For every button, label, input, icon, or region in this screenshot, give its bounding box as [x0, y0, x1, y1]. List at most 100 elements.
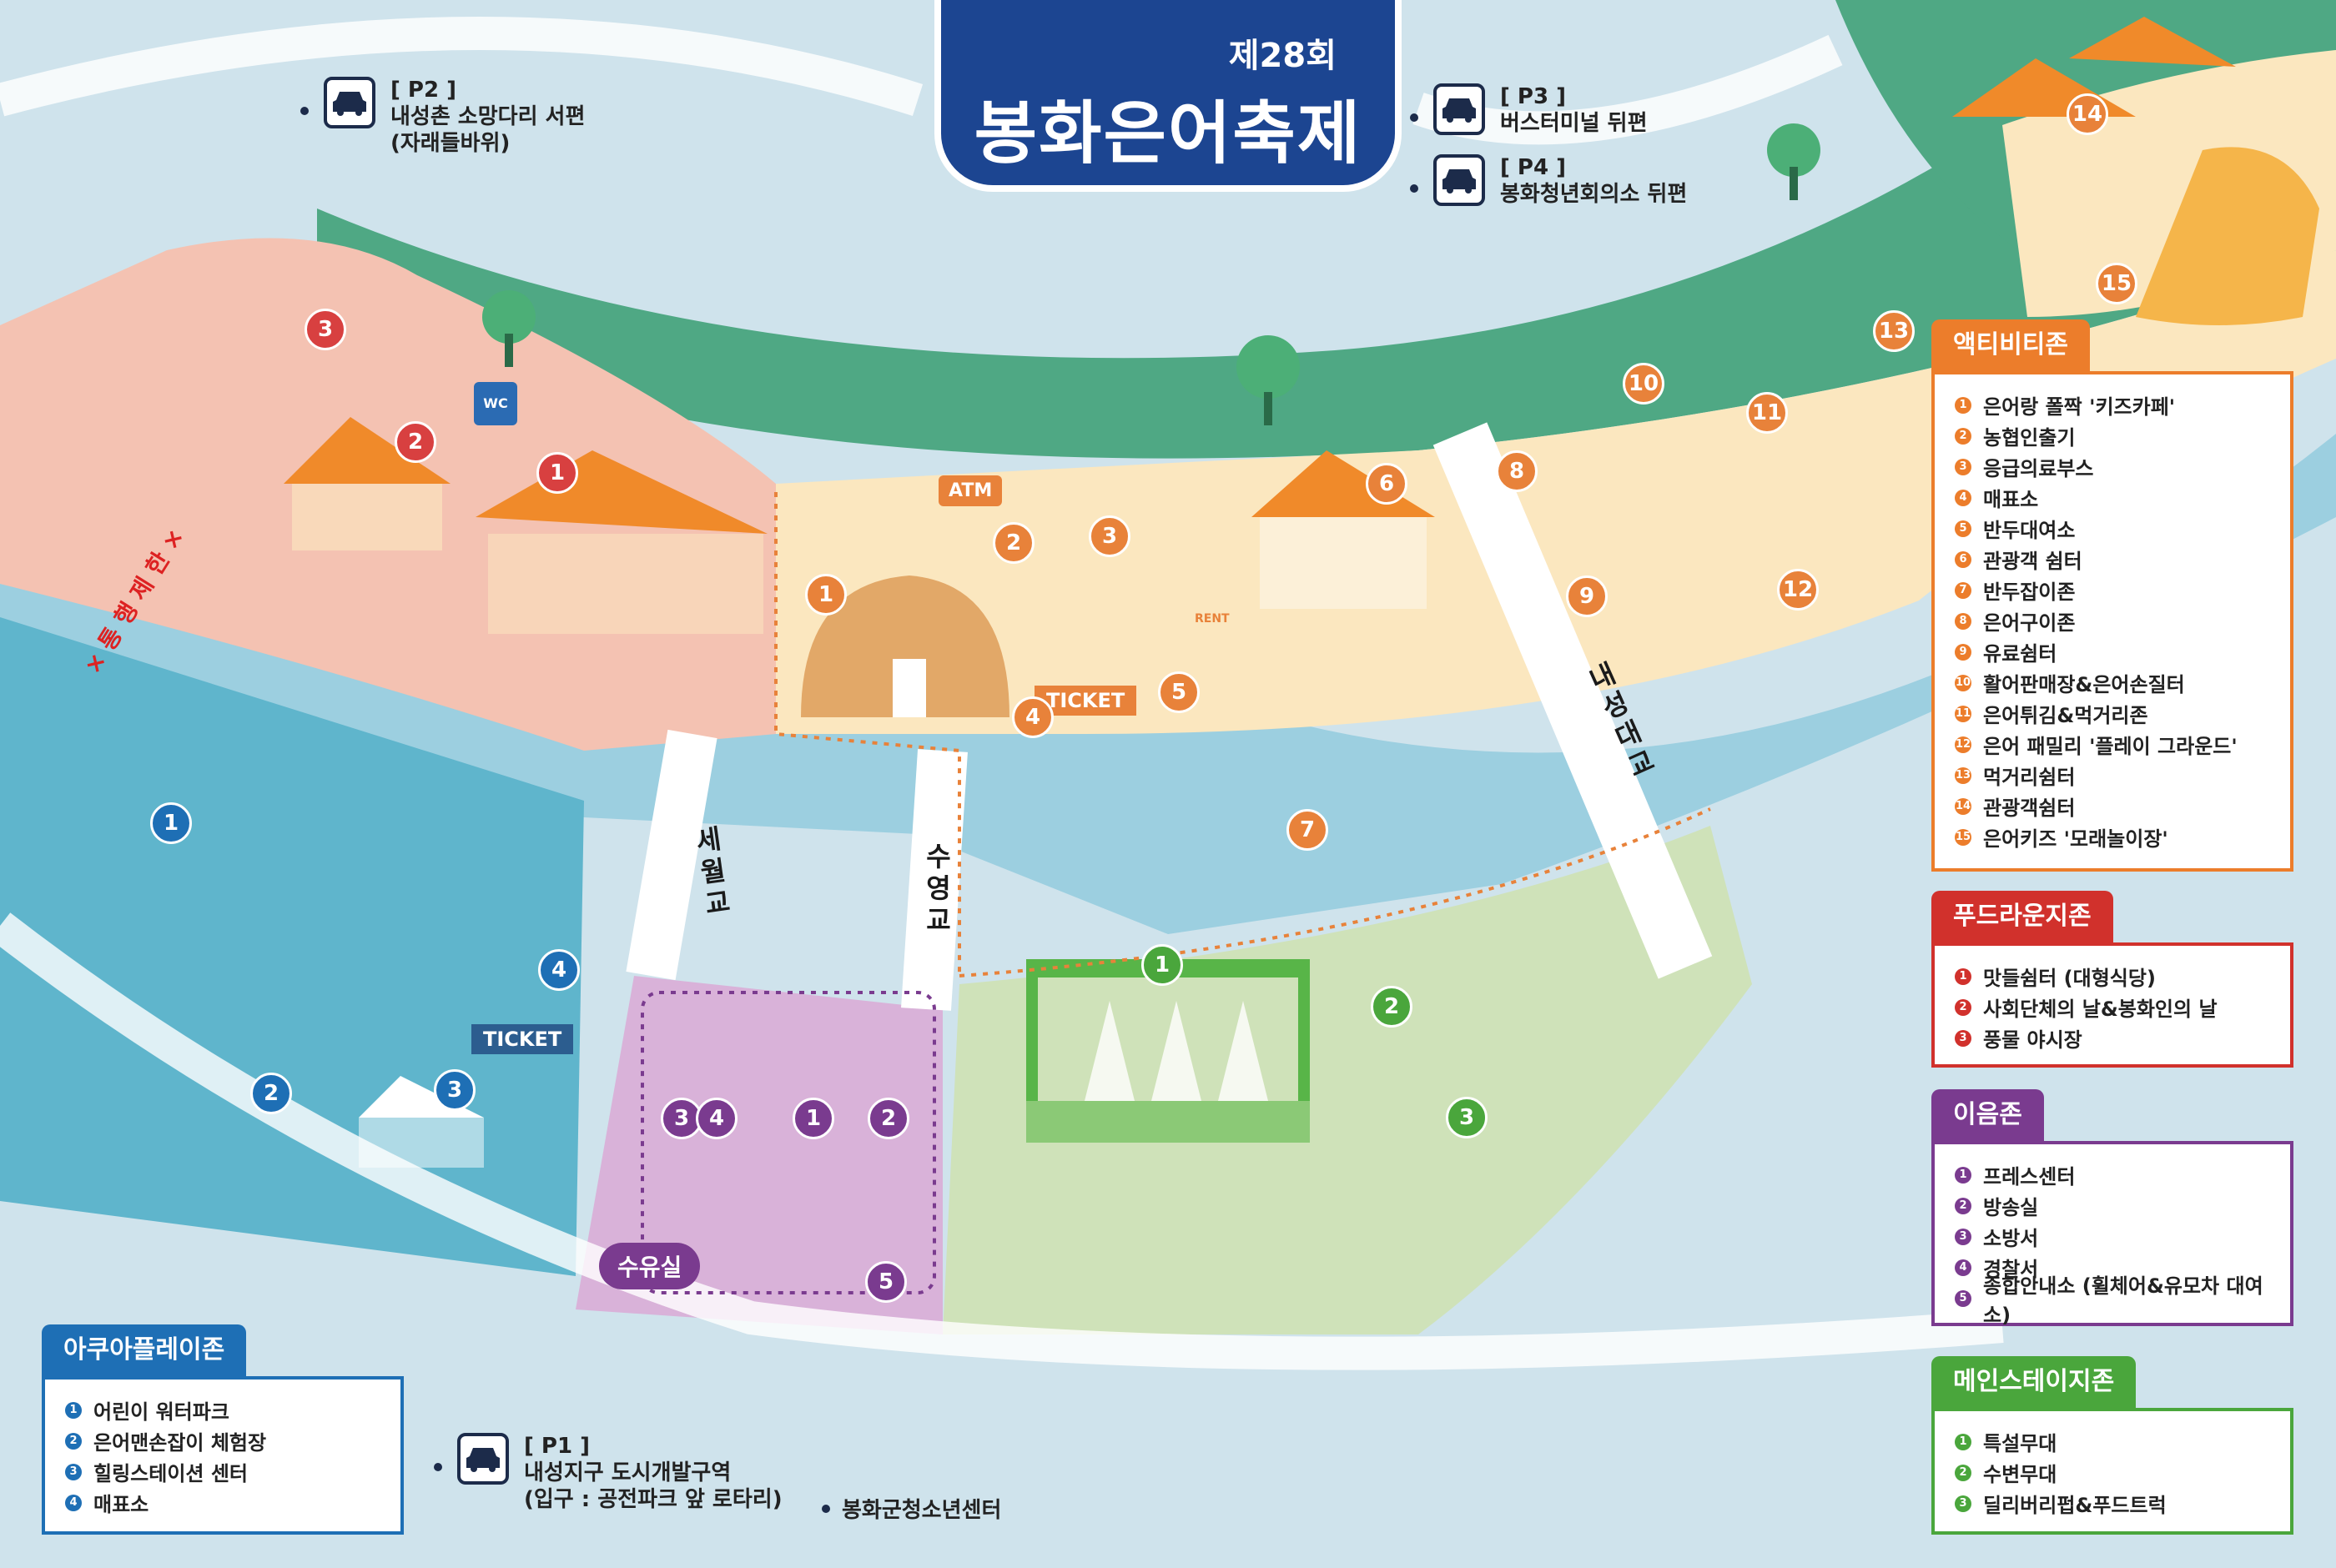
legend-item-label: 매표소: [93, 1493, 149, 1516]
legend-item-label: 은어구이존: [1983, 611, 2076, 635]
marker-connect-5: 5: [865, 1261, 907, 1303]
legend-item-label: 힐링스테이션 센터: [93, 1462, 248, 1485]
legend-number-badge: 1: [1955, 1433, 1971, 1450]
marker-activity-12: 12: [1777, 569, 1819, 611]
marker-activity-2: 2: [993, 522, 1035, 564]
legend-item-label: 은어키즈 '모래놀이장': [1983, 827, 2168, 851]
marker-food-1: 1: [536, 452, 578, 494]
legend-number-badge: 2: [65, 1432, 82, 1450]
legend-item: 5 종합안내소 (휠체어&유모차 대여소): [1955, 1274, 2270, 1327]
marker-aqua-1: 1: [150, 802, 192, 844]
legend-number-badge: 3: [1955, 458, 1971, 475]
marker-connect-1: 1: [793, 1098, 834, 1139]
marker-stage-3: 3: [1446, 1097, 1488, 1138]
legend-item: 7 반두잡이존: [1955, 575, 2270, 606]
festival-title: 제28회 봉화은어축제: [934, 0, 1402, 192]
parking-p4: [ P4 ]봉화청년회의소 뒤편: [1410, 154, 1687, 208]
marker-activity-11: 11: [1746, 392, 1788, 434]
legend-item-label: 은어맨손잡이 체험장: [93, 1431, 267, 1455]
legend-number-badge: 2: [1955, 1464, 1971, 1481]
legend-item-label: 사회단체의 날&봉화인의 날: [1983, 998, 2218, 1021]
legend-title: 메인스테이지존: [1931, 1356, 2137, 1408]
marker-stage-2: 2: [1371, 986, 1412, 1028]
legend-item: 2 사회단체의 날&봉화인의 날: [1955, 992, 2270, 1023]
nursing-room-label: 수유실: [599, 1243, 701, 1289]
kids-cafe-dome: [801, 575, 1009, 717]
legend-number-badge: 3: [1955, 1228, 1971, 1245]
legend-item-label: 매표소: [1983, 488, 2039, 511]
legend-item-label: 농협인출기: [1983, 426, 2076, 450]
legend-item-label: 반두대여소: [1983, 519, 2076, 542]
legend-number-badge: 6: [1955, 550, 1971, 568]
festival-name: 봉화은어축제: [974, 94, 1362, 173]
marker-activity-7: 7: [1286, 809, 1328, 851]
car-icon: [1433, 83, 1485, 135]
legend-title: 이음존: [1931, 1089, 2044, 1141]
atm-sign: ATM: [939, 475, 1003, 506]
legend-number-badge: 1: [1955, 967, 1971, 985]
marker-aqua-3: 3: [434, 1069, 476, 1111]
legend-item-label: 은어랑 폴짝 '키즈카페': [1983, 395, 2176, 419]
marker-connect-4: 4: [696, 1098, 738, 1139]
green-strip: [317, 0, 2336, 459]
legend-item-label: 유료쉼터: [1983, 642, 2057, 666]
legend-item-label: 딜리버리펍&푸드트럭: [1983, 1494, 2167, 1517]
legend-number-badge: 2: [1955, 998, 1971, 1016]
legend-number-badge: 15: [1955, 828, 1971, 846]
legend-number-badge: 9: [1955, 643, 1971, 661]
legend-number-badge: 4: [1955, 489, 1971, 506]
marker-activity-13: 13: [1873, 310, 1915, 352]
legend-number-badge: 7: [1955, 581, 1971, 599]
parking-p2: [ P2 ]내성촌 소망다리 서편(자래들바위): [300, 77, 585, 157]
marker-aqua-4: 4: [538, 949, 580, 991]
legend-number-badge: 5: [1955, 1289, 1971, 1307]
tree-icon: [1236, 335, 1300, 425]
legend-number-badge: 1: [1955, 396, 1971, 414]
legend-item-label: 활어판매장&은어손질터: [1983, 673, 2185, 696]
marker-activity-15: 15: [2096, 263, 2137, 304]
legend-number-badge: 1: [65, 1401, 82, 1419]
marker-food-2: 2: [395, 421, 436, 463]
sand-area: [2136, 147, 2319, 325]
tree-icon: [1767, 123, 1820, 200]
legend-item-label: 은어 패밀리 '플레이 그라운드': [1983, 735, 2238, 758]
legend-number-badge: 1: [1955, 1166, 1971, 1184]
legend-item-label: 관광객쉼터: [1983, 797, 2076, 820]
legend-item-label: 수변무대: [1983, 1463, 2057, 1486]
car-icon: [457, 1433, 509, 1485]
legend-number-badge: 2: [1955, 427, 1971, 445]
car-icon: [324, 77, 375, 128]
legend-item-label: 풍물 야시장: [1983, 1028, 2082, 1052]
legend-item-label: 맛들쉼터 (대형식당): [1983, 967, 2156, 990]
stage-area: [943, 826, 1752, 1334]
legend-item: 1 은어랑 폴짝 '키즈카페': [1955, 389, 2270, 420]
legend-number-badge: 14: [1955, 797, 1971, 815]
marker-activity-3: 3: [1089, 515, 1130, 557]
legend-item-label: 반두잡이존: [1983, 580, 2076, 604]
legend-item: 15 은어키즈 '모래놀이장': [1955, 822, 2270, 852]
legend-item: 2 농협인출기: [1955, 420, 2270, 451]
legend-item-label: 특설무대: [1983, 1432, 2057, 1455]
legend-number-badge: 4: [65, 1494, 82, 1511]
tent-icon: [476, 450, 768, 634]
legend-title: 푸드라운지존: [1931, 891, 2113, 942]
legend-item: 1 맛들쉼터 (대형식당): [1955, 961, 2270, 992]
marker-activity-5: 5: [1158, 671, 1200, 713]
rent-sign: RENT: [1195, 612, 1230, 626]
tent-icon: [359, 1076, 484, 1168]
legend-item-label: 종합안내소 (휠체어&유모차 대여소): [1983, 1274, 2263, 1327]
ticket-booth-aqua: TICKET: [471, 1024, 574, 1054]
youth-center-point: 봉화군청소년센터: [822, 1493, 1001, 1524]
